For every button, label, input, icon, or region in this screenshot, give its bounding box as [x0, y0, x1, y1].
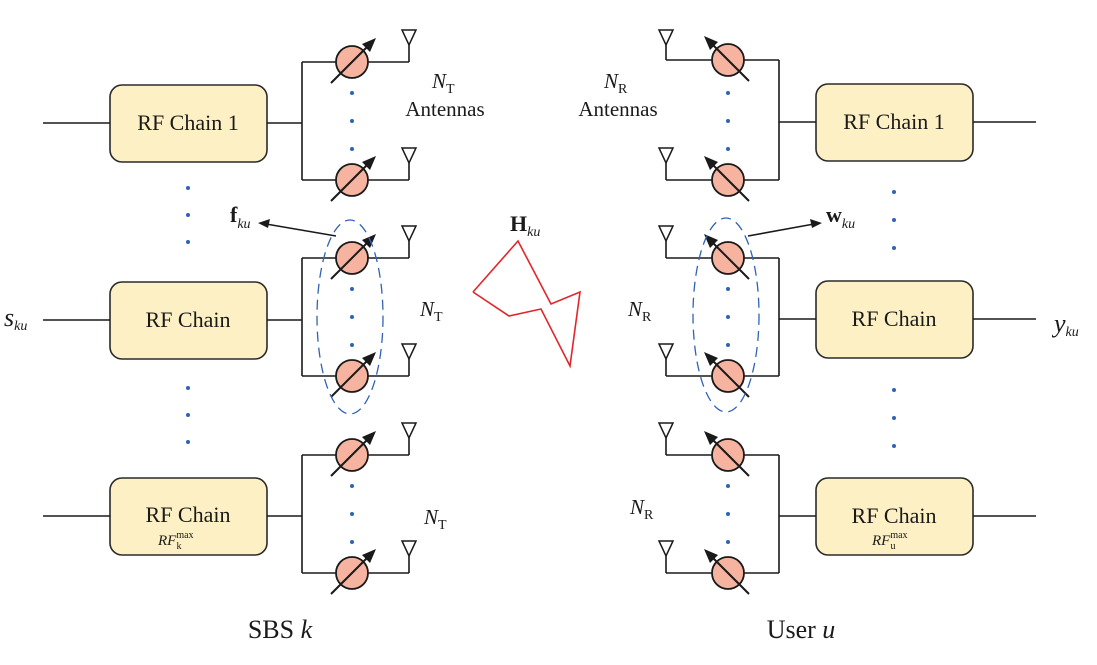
output-symbol: yku — [1051, 309, 1079, 340]
user-chain-ellipsis — [892, 190, 896, 448]
user-antenna-count-1: NR — [603, 69, 628, 97]
sbs-rf-chain-1-label: RF Chain 1 — [137, 110, 238, 135]
antenna-icon — [400, 343, 418, 361]
user-rf-chain-max-label: RF Chain — [852, 503, 937, 528]
combiner-label: wku — [826, 202, 855, 232]
phase-shifter-icon — [330, 431, 376, 477]
user-bus-3 — [666, 454, 780, 574]
user-combiner-ellipse — [692, 217, 760, 413]
user-bus-2 — [666, 257, 780, 377]
sbs-shifter-ellipsis — [350, 91, 354, 544]
sbs-bus-2 — [301, 257, 409, 377]
antenna-icon — [657, 29, 675, 47]
antenna-icon — [657, 343, 675, 361]
antenna-icon — [400, 422, 418, 440]
channel-label: Hku — [510, 211, 540, 240]
phase-shifter-icon — [330, 156, 376, 202]
phase-shifter-icon — [704, 549, 750, 595]
sbs-bus-1 — [301, 61, 409, 181]
phase-shifter-icon — [330, 352, 376, 398]
input-symbol: sku — [4, 303, 27, 334]
antenna-icon — [400, 147, 418, 165]
user-combiner-arrowhead — [810, 219, 822, 228]
sbs-rf-chain-label: RF Chain — [146, 307, 231, 332]
sbs-antennas-label: Antennas — [405, 97, 484, 121]
phase-shifter-icon — [330, 38, 376, 84]
channel-lightning — [472, 239, 581, 369]
user-antennas-label: Antennas — [578, 97, 657, 121]
phase-shifter-icon — [704, 156, 750, 202]
phase-shifter-icon — [704, 36, 750, 82]
user-rf-chain-label: RF Chain — [852, 306, 937, 331]
antenna-icon — [657, 422, 675, 440]
antenna-icon — [657, 147, 675, 165]
phase-shifter-icon — [704, 431, 750, 477]
antenna-icon — [400, 540, 418, 558]
sbs-antenna-count-1: NT — [431, 69, 455, 97]
sbs-antenna-count-2: NT — [419, 297, 443, 325]
phase-shifter-icon — [704, 352, 750, 398]
antenna-icon — [657, 540, 675, 558]
user-title: User u — [767, 615, 836, 644]
user-combiner-pointer — [747, 223, 815, 237]
sbs-precoder-ellipse — [316, 219, 384, 415]
user-antenna-count-2: NR — [627, 297, 652, 325]
antenna-icon — [657, 225, 675, 243]
sbs-antenna-count-3: NT — [423, 505, 447, 533]
phase-shifter-icon — [330, 234, 376, 280]
phase-shifter-icon — [704, 234, 750, 280]
sbs-chain-ellipsis — [186, 186, 190, 444]
sbs-bus-3 — [301, 454, 409, 574]
phase-shifter-icon — [330, 549, 376, 595]
user-bus-1 — [666, 59, 780, 181]
sbs-rf-chain-max-label: RF Chain — [146, 502, 231, 527]
antenna-icon — [400, 225, 418, 243]
user-shifter-ellipsis — [726, 91, 730, 544]
user-rf-chain-1-label: RF Chain 1 — [843, 109, 944, 134]
sbs-precoder-pointer — [265, 223, 337, 237]
channel: Hku — [472, 211, 581, 369]
sbs-precoder-arrowhead — [258, 219, 270, 228]
user-antenna-count-3: NR — [629, 495, 654, 523]
precoder-label: fku — [230, 202, 251, 232]
antenna-icon — [400, 29, 418, 47]
sbs-title: SBS k — [248, 615, 313, 644]
